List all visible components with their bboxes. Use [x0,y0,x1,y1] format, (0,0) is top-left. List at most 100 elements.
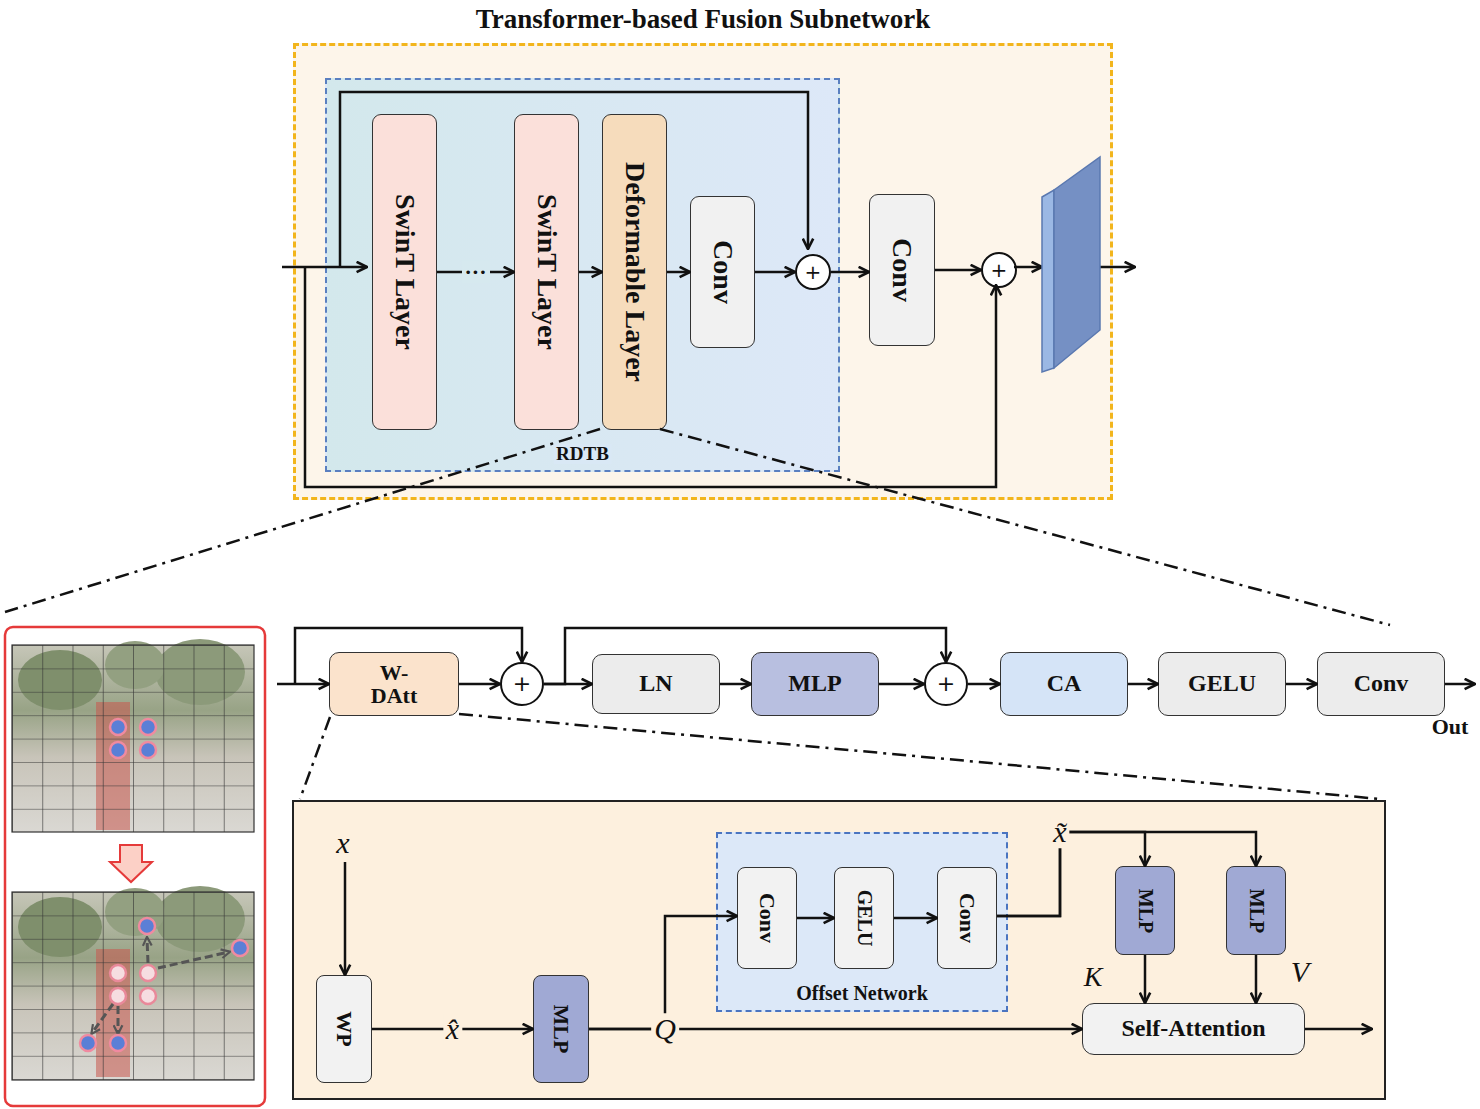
feature-map-before [12,639,254,832]
node-text: + [805,262,822,283]
mlp-box: MLP [1115,866,1175,955]
conv-box: Conv [1317,652,1445,716]
input-wire [344,862,347,975]
node-text: GELU [854,890,875,947]
node-text: Deformable Layer [620,162,649,382]
zoom-leader [5,429,1390,799]
feature-slab [1042,157,1100,372]
connector [544,628,946,684]
connector [968,683,1000,686]
skip-wire [340,92,808,267]
connector [1128,683,1158,686]
channel-attention-box: CA [1000,652,1128,716]
node-text: Conv [1354,671,1409,696]
window-partition-box: WP [316,975,372,1083]
skip-wire [295,628,522,684]
node-text: Conv [887,238,916,302]
variable-label: x̃ [1050,816,1069,848]
wdatt-detail-panel [293,801,1385,1099]
feature-map-after [12,886,254,1080]
node-text: W- DAtt [365,661,422,707]
conv-box: Conv [690,196,755,348]
input-wire [277,683,329,686]
connector [579,271,602,274]
node-text: Self-Attention [1122,1016,1266,1041]
gelu-box: GELU [1158,652,1286,716]
mlp-box: MLP [751,652,879,716]
conv-box: Conv [937,867,997,969]
node-text: Conv [755,893,778,943]
swint-layer: SwinT Layer [514,114,579,430]
sum-node: + [500,662,544,706]
node-text: MLP [1135,888,1156,932]
wires [277,92,1475,1029]
node-text: GELU [1188,671,1256,696]
node-text: Conv [955,893,978,943]
node-text: CA [1047,671,1082,696]
node-text: LN [639,671,672,696]
mlp-box: MLP [1226,866,1286,955]
offset-network: Offset NetworkConvGELUConv [716,832,1008,1012]
connector [755,271,795,274]
output-wire [1014,266,1042,269]
node-text: MLP [1246,888,1267,932]
swint-layer: SwinT Layer [372,114,437,430]
connector [894,917,937,920]
transition-arrow [110,845,152,882]
edge-label: ··· [461,260,489,283]
sum-node: + [981,252,1017,288]
connector [997,832,1145,916]
subnetwork-frame: Transformer-based Fusion SubnetworkRDTBS… [293,43,1113,500]
skip-wire [305,267,996,487]
output-wire [1445,683,1475,686]
node-text: RDTB [553,444,612,464]
connector [720,683,751,686]
node-text: MLP [788,671,841,696]
wdatt-box: W- DAtt [329,652,459,716]
output-wire [1100,266,1135,269]
connector [879,683,924,686]
connector [459,683,500,686]
connector [935,269,981,272]
connector [589,916,737,1029]
node-text: SwinT Layer [532,194,561,350]
node-text: MLP [549,1005,572,1054]
edge-label: x̂ [443,1013,462,1045]
node-text: Conv [708,240,737,304]
connector [1255,955,1258,1003]
gelu-box: GELU [834,867,894,969]
node-text: SwinT Layer [390,194,419,350]
variable-label: x [336,827,349,859]
conv-box: Conv [737,867,797,969]
input-wire [282,266,367,269]
sum-node: + [924,662,968,706]
node-text: + [513,672,531,695]
self-attention-box: Self-Attention [1082,1003,1305,1055]
connector [544,683,592,686]
illustration-frame [5,627,265,1106]
mlp-box: MLP [533,975,589,1083]
rdtb-block: RDTB SwinT Layer SwinT Layer Deformable Lay… [325,78,840,472]
node-text: WP [332,1011,355,1046]
sum-node: + [795,254,831,290]
edge-label: Q [651,1013,679,1045]
node-text: Transformer-based Fusion Subnetwork [476,5,931,33]
connector [831,271,869,274]
connector [1286,683,1317,686]
layernorm-box: LN [592,654,720,714]
connector [797,917,834,920]
variable-label: V [1291,956,1309,988]
connector [667,271,690,274]
variable-label: K [1084,962,1103,991]
node-text: + [937,672,955,695]
output-wire [1305,1028,1372,1031]
deformable-layer: Deformable Layer [602,114,667,430]
connector [997,832,1256,916]
node-text: + [991,260,1008,281]
output-label: Out [1432,715,1469,738]
conv-box: Conv [869,194,935,346]
connector [1144,955,1147,1003]
